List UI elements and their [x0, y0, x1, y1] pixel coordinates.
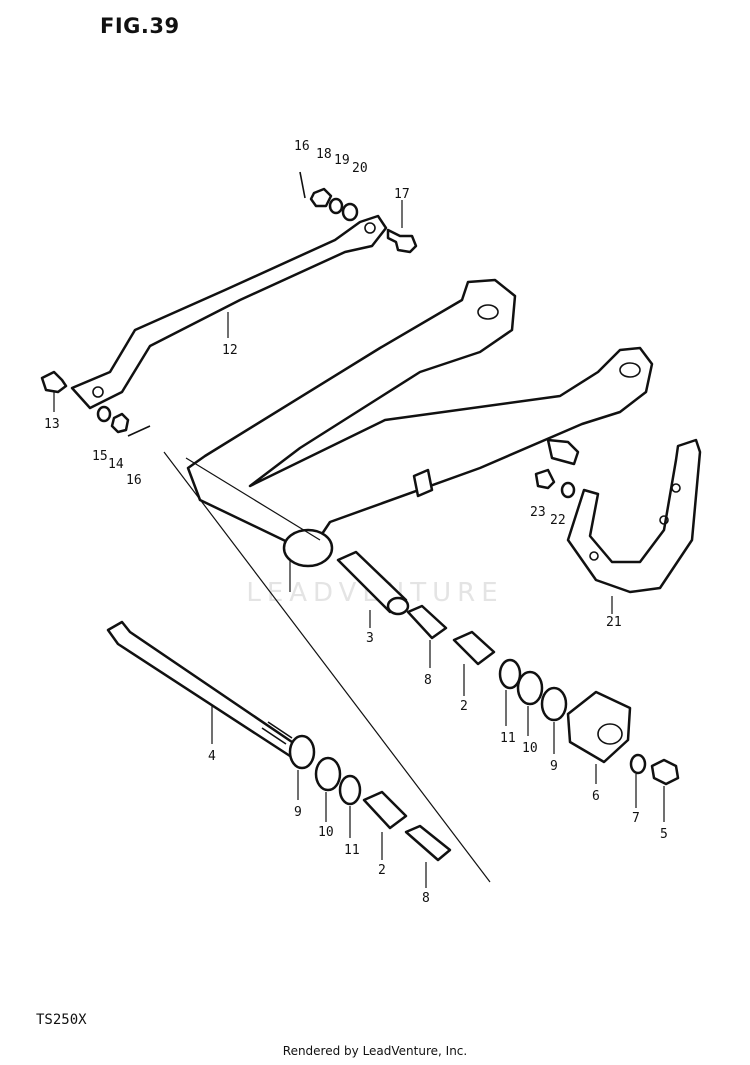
- callout-10-lower: 10: [318, 825, 334, 840]
- callout-12: 12: [222, 343, 238, 358]
- pivot-bolt-4[interactable]: [106, 620, 302, 758]
- callout-3: 3: [366, 631, 374, 646]
- callout-4: 4: [208, 749, 216, 764]
- torque-rod-hole-rear: [92, 386, 104, 398]
- assembly-center-line-short: [185, 457, 321, 541]
- bearing-8-upper[interactable]: [406, 604, 448, 640]
- callout-8-lower: 8: [422, 891, 430, 906]
- collar-2-lower[interactable]: [362, 790, 408, 830]
- pivot-bolt-thread: [261, 721, 293, 745]
- thrust-washer-9-upper[interactable]: [540, 686, 568, 722]
- washer-19[interactable]: [328, 197, 344, 215]
- torque-rod[interactable]: [70, 214, 388, 410]
- washer-20[interactable]: [341, 202, 359, 222]
- callout-14: 14: [108, 457, 124, 472]
- figure-title: FIG.39: [100, 14, 180, 38]
- assembly-center-line: [163, 451, 491, 883]
- callout-11-upper: 11: [500, 731, 516, 746]
- callout-8-upper: 8: [424, 673, 432, 688]
- washer-15[interactable]: [96, 405, 112, 423]
- callout-2-lower: 2: [378, 863, 386, 878]
- callout-2-upper: 2: [460, 699, 468, 714]
- chain-guard-hole-3: [589, 551, 599, 561]
- footer-credit: Rendered by LeadVenture, Inc.: [282, 1044, 468, 1058]
- callout-16-top: 16: [294, 139, 310, 154]
- callout-21: 21: [606, 615, 622, 630]
- seal-11-upper[interactable]: [498, 658, 522, 690]
- model-code: TS250X: [36, 1012, 87, 1028]
- callout-13: 13: [44, 417, 60, 432]
- chain-guard-hole-1: [671, 483, 681, 493]
- swing-arm[interactable]: [186, 278, 654, 550]
- thrust-washer-9-lower[interactable]: [288, 734, 316, 770]
- callout-20: 20: [352, 161, 368, 176]
- callout-15: 15: [92, 449, 108, 464]
- castle-nut-18[interactable]: [309, 187, 333, 208]
- swing-arm-axle-slot-right: [619, 362, 641, 378]
- bolt-13[interactable]: [40, 370, 68, 394]
- callout-7: 7: [632, 811, 640, 826]
- callout-23: 23: [530, 505, 546, 520]
- cotter-pin-16-bottom[interactable]: [127, 425, 151, 437]
- seal-11-lower[interactable]: [338, 774, 362, 806]
- callout-5: 5: [660, 827, 668, 842]
- chain-guide-bracket: [546, 438, 580, 466]
- chain-adjuster-6[interactable]: [566, 690, 632, 764]
- swing-arm-axle-slot-left: [477, 304, 499, 320]
- castle-nut-14[interactable]: [110, 412, 130, 434]
- washer-10-lower[interactable]: [314, 756, 342, 792]
- callout-16-bottom: 16: [126, 473, 142, 488]
- callout-19: 19: [334, 153, 350, 168]
- swing-arm-tab: [412, 468, 434, 498]
- callout-11-lower: 11: [344, 843, 360, 858]
- callout-22: 22: [550, 513, 566, 528]
- callout-9-upper: 9: [550, 759, 558, 774]
- bolt-17[interactable]: [386, 228, 418, 254]
- chain-guard-21[interactable]: [566, 438, 702, 594]
- callout-6: 6: [592, 789, 600, 804]
- washer-7[interactable]: [629, 753, 647, 775]
- callout-9-lower: 9: [294, 805, 302, 820]
- bushing-3-end: [386, 596, 410, 616]
- swing-arm-pivot-tube: [282, 528, 334, 568]
- washer-10-upper[interactable]: [516, 670, 544, 706]
- callout-18: 18: [316, 147, 332, 162]
- callout-10-upper: 10: [522, 741, 538, 756]
- washer-22[interactable]: [560, 481, 576, 499]
- chain-adjuster-hole: [597, 723, 623, 745]
- bolt-23[interactable]: [534, 468, 556, 490]
- nut-5[interactable]: [650, 758, 680, 786]
- cotter-pin-16-top[interactable]: [299, 171, 306, 199]
- bearing-8-lower[interactable]: [404, 824, 452, 862]
- callout-17: 17: [394, 187, 410, 202]
- torque-rod-hole-front: [364, 222, 376, 234]
- collar-2-upper[interactable]: [452, 630, 496, 666]
- chain-guard-hole-2: [659, 515, 669, 525]
